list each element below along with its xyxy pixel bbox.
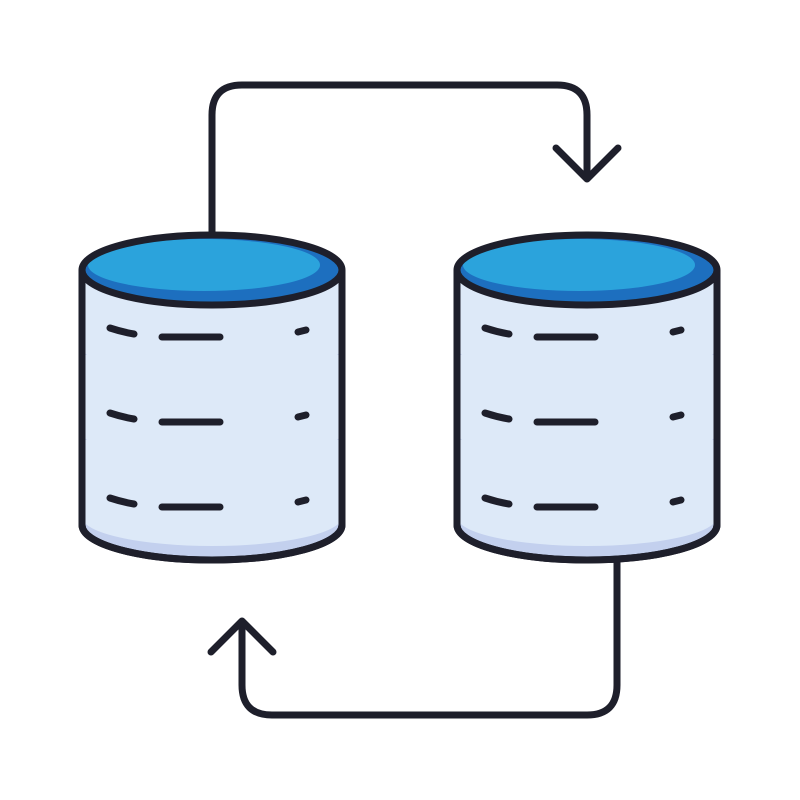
database-segment [453, 440, 721, 564]
indicator-dash-short [106, 409, 138, 423]
database-outline [78, 270, 346, 564]
database-segment [78, 440, 346, 564]
indicator-dash-short [481, 324, 513, 338]
indicator-dot [669, 496, 685, 506]
segment-face [457, 440, 717, 546]
segment-face [457, 355, 717, 461]
connector-line-top [208, 81, 591, 242]
segment-face [82, 355, 342, 461]
indicator-dash-short [481, 409, 513, 423]
database-top-outline [453, 231, 721, 309]
database-outline [453, 270, 721, 564]
indicator-dot [669, 326, 685, 336]
segment-face [82, 440, 342, 546]
database-top-light [463, 239, 695, 291]
database-top-light [88, 239, 320, 291]
indicator-dash-short [106, 324, 138, 338]
sync-arrow-top [208, 81, 622, 242]
database-icon-right [453, 231, 721, 564]
database-icon-left [78, 231, 346, 564]
arrow-down-icon [552, 144, 622, 183]
connector-line-bottom [238, 558, 621, 719]
indicator-dash-short [106, 494, 138, 508]
arrow-up-icon [207, 617, 277, 656]
indicator-dot [294, 411, 310, 421]
indicator-dot [294, 496, 310, 506]
indicator-dot [669, 411, 685, 421]
indicator-dash-short [481, 494, 513, 508]
indicator-dot [294, 326, 310, 336]
sync-arrow-bottom [207, 558, 621, 719]
database-top-outline [78, 231, 346, 309]
